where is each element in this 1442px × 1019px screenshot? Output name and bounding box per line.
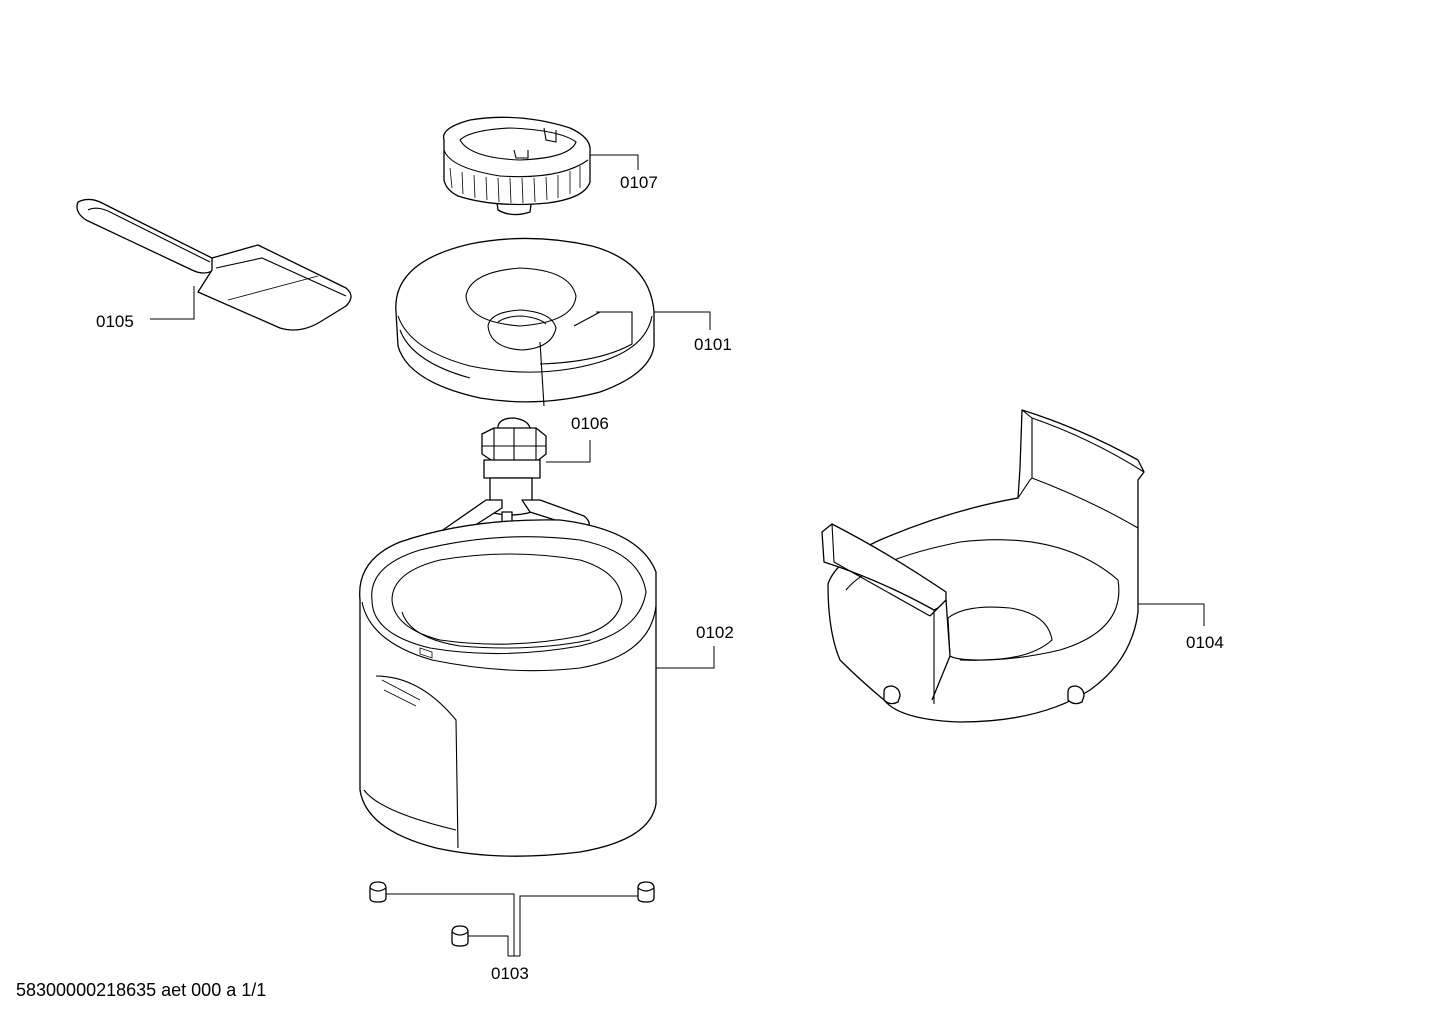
label-0107: 0107 — [620, 173, 658, 192]
spatula-drawing — [76, 198, 352, 331]
document-footer-code: 58300000218635 aet 000 a 1/1 — [16, 980, 267, 1000]
label-0101: 0101 — [694, 335, 732, 354]
label-0104: 0104 — [1186, 633, 1224, 652]
leader-0102 — [656, 646, 715, 669]
leader-0107 — [590, 154, 639, 170]
leader-0101 — [654, 311, 711, 330]
leader-0105 — [150, 286, 195, 320]
label-0106: 0106 — [571, 414, 609, 433]
leader-0103 — [386, 893, 638, 957]
leader-0106 — [546, 440, 591, 463]
freezer-bowl-drawing — [359, 519, 657, 857]
cap-knob-drawing — [442, 116, 591, 216]
label-0105: 0105 — [96, 312, 134, 331]
label-0103: 0103 — [491, 964, 529, 983]
outer-housing-drawing — [821, 409, 1145, 723]
lid-drawing — [395, 237, 655, 407]
leader-0104 — [1138, 603, 1205, 626]
label-0102: 0102 — [696, 623, 734, 642]
feet-drawing — [369, 881, 655, 947]
